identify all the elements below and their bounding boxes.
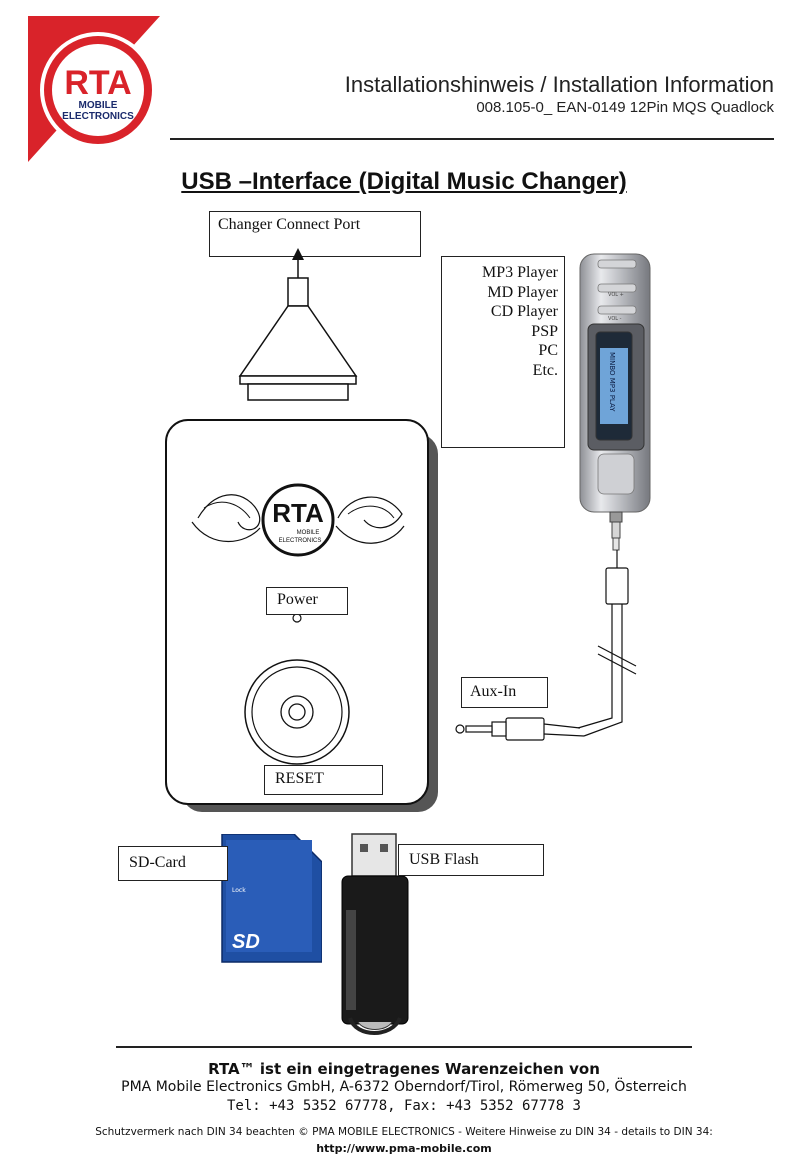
doc-title: Installationshinweis / Installation Info… [344, 72, 774, 97]
rta-corner-logo: RTA MOBILE ELECTRONICS [28, 16, 160, 162]
usb-flash-label: USB Flash [398, 844, 544, 876]
device-logo-sub1: MOBILE [297, 530, 320, 536]
device-item: MD Player [487, 283, 558, 301]
logo-text: RTA [64, 64, 131, 102]
vol-plus-label: VOL + [608, 292, 624, 298]
device-item: PC [538, 342, 558, 360]
compatible-devices-box: MP3 Player MD Player CD Player PSP PC Et… [441, 256, 565, 448]
usb-flash-drive [341, 833, 409, 1035]
mp3-screen-text: MINBO MP3 PLAY [608, 352, 616, 412]
changer-port-label: Changer Connect Port [209, 211, 421, 257]
main-title: USB –Interface (Digital Music Changer) [181, 168, 627, 195]
vol-minus-label: VOL - [608, 316, 622, 322]
device-item: CD Player [490, 303, 558, 321]
doc-subtitle: 008.105-0_ EAN-0149 12Pin MQS Quadlock [476, 99, 774, 116]
footer-trademark: RTA™ ist ein eingetragenes Warenzeichen … [208, 1060, 600, 1078]
device-item: PSP [531, 322, 558, 340]
logo-sub1: MOBILE [79, 100, 118, 111]
sd-lock-label: Lock [232, 887, 246, 894]
footer-rule [116, 1046, 692, 1048]
reset-label: RESET [264, 765, 383, 795]
aux-in-label: Aux-In [461, 677, 548, 708]
device-item: MP3 Player [482, 264, 558, 281]
footer-address: PMA Mobile Electronics GmbH, A-6372 Ober… [121, 1079, 687, 1095]
footer-din-note: Schutzvermerk nach DIN 34 beachten © PMA… [95, 1126, 713, 1138]
footer-phone: Tel: +43 5352 67778, Fax: +43 5352 67778… [226, 1098, 581, 1114]
footer-url[interactable]: http://www.pma-mobile.com [316, 1142, 492, 1155]
device-item: Etc. [532, 361, 558, 379]
sd-card-label: SD-Card [118, 846, 228, 881]
device-logo-sub2: ELECTRONICS [279, 538, 322, 544]
header-rule [170, 138, 774, 140]
mp3-player-and-cable: VOL + VOL - MINBO MP3 PLAY [455, 253, 651, 741]
device-logo: RTA MOBILE ELECTRONICS [191, 483, 405, 557]
logo-sub2: ELECTRONICS [62, 111, 134, 122]
device-logo-text: RTA [272, 498, 324, 528]
sd-card: Lock SD [221, 834, 322, 963]
power-label: Power [266, 587, 348, 615]
sd-logo: SD [232, 931, 260, 953]
